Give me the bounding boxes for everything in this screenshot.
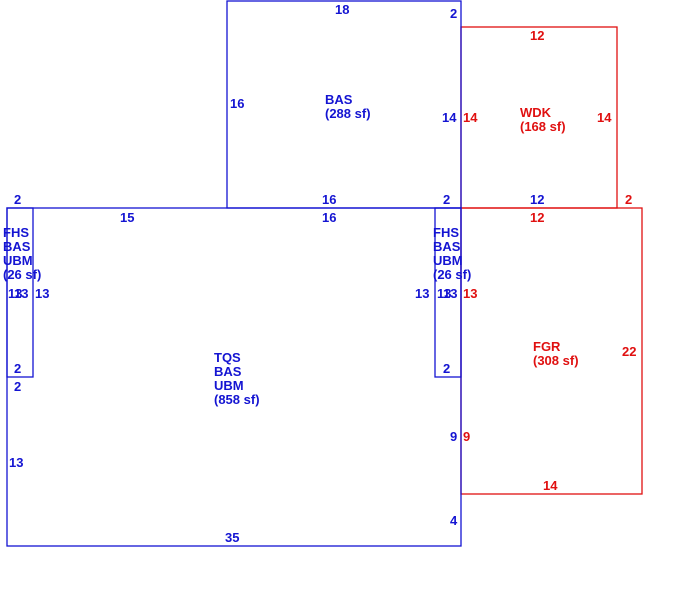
fhs-left-size: (26 sf) <box>3 267 41 282</box>
dim-fhsl-bottom: 2 <box>14 361 21 376</box>
wdk-size: (168 sf) <box>520 119 566 134</box>
fhs-left-line1: FHS <box>3 225 29 240</box>
dim-bas-bottom: 16 <box>322 192 336 207</box>
dim-tqs-top-left: 2 <box>14 192 21 207</box>
bas-top-code: BAS <box>325 92 353 107</box>
dim-fgr-top: 12 <box>530 210 544 225</box>
dim-fgr-left: 13 <box>463 286 477 301</box>
dim-tqs-top-right: 2 <box>443 192 450 207</box>
dim-fhsr-inner-b: 13 <box>443 286 457 301</box>
tqs-line2: BAS <box>214 364 242 379</box>
dim-tqs-right-4: 4 <box>450 513 458 528</box>
dim-bas-right-top: 2 <box>450 6 457 21</box>
fhs-right-line3: UBM <box>433 253 463 268</box>
dim-bas-left: 16 <box>230 96 244 111</box>
dim-tqs-left: 13 <box>9 455 23 470</box>
dim-wdk-right: 14 <box>597 110 612 125</box>
dim-wdk-left: 14 <box>463 110 478 125</box>
fgr-code: FGR <box>533 339 561 354</box>
dim-fgr-left2: 9 <box>463 429 470 444</box>
fhs-right-outline <box>434 207 462 378</box>
dim-fhsl-inner-a: 13 <box>8 286 22 301</box>
dim-fhsl-below: 2 <box>14 379 21 394</box>
dim-fhsl-inner-b: 13 <box>14 286 28 301</box>
bas-top-size: (288 sf) <box>325 106 371 121</box>
tqs-size: (858 sf) <box>214 392 260 407</box>
tqs-line1: TQS <box>214 350 241 365</box>
fhs-right-line1: FHS <box>433 225 459 240</box>
dim-wdk-bottom: 12 <box>530 192 544 207</box>
dim-bas-right: 14 <box>442 110 457 125</box>
dim-tqs-bottom: 35 <box>225 530 239 545</box>
dim-fgr-bottom: 14 <box>543 478 558 493</box>
fhs-left-line3: UBM <box>3 253 33 268</box>
fgr-size: (308 sf) <box>533 353 579 368</box>
dim-fhsr-left: 13 <box>415 286 429 301</box>
dim-fgr-right: 22 <box>622 344 636 359</box>
dim-fhsr-inner-a: 13 <box>437 286 451 301</box>
wdk-code: WDK <box>520 105 552 120</box>
dim-fhsl-right: 13 <box>35 286 49 301</box>
fhs-right-line2: BAS <box>433 239 461 254</box>
dim-bas-top: 18 <box>335 2 349 17</box>
fhs-left-outline <box>6 207 34 378</box>
dim-wdk-top: 12 <box>530 28 544 43</box>
dim-tqs-right-9: 9 <box>450 429 457 444</box>
dim-fhsr-bottom: 2 <box>443 361 450 376</box>
dim-tqs-top: 15 <box>120 210 134 225</box>
dim-tqs-top-mid: 16 <box>322 210 336 225</box>
tqs-line3: UBM <box>214 378 244 393</box>
dim-fgr-top-right: 2 <box>625 192 632 207</box>
fhs-left-line2: BAS <box>3 239 31 254</box>
fhs-right-size: (26 sf) <box>433 267 471 282</box>
